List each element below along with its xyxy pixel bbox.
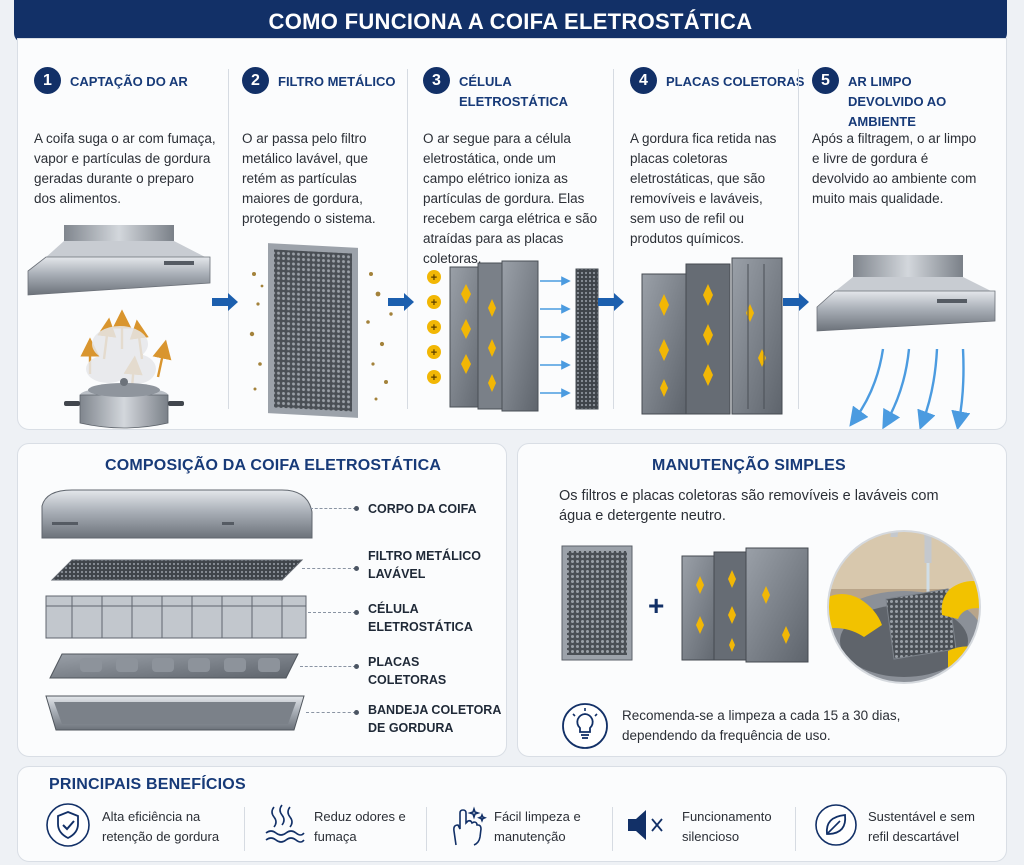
benefit-text: Reduz odores e fumaça (314, 809, 406, 844)
plus-sign: + (648, 590, 665, 621)
hood-capture-illustration (27, 225, 211, 429)
step-1: 1 CAPTAÇÃO DO AR A coifa suga o ar com f… (34, 63, 224, 423)
page-header: COMO FUNCIONA A COIFA ELETROSTÁTICA (14, 0, 1007, 43)
maintenance-panel: MANUTENÇÃO SIMPLES Os filtros e placas c… (517, 443, 1007, 757)
plates-illustration (681, 547, 809, 663)
benefits-panel: PRINCIPAIS BENEFÍCIOS Alta eficiência na… (17, 766, 1007, 862)
benefit-item: Fácil limpeza e manutenção (444, 803, 614, 853)
benefit-item: Reduz odores e fumaça (262, 803, 432, 853)
hood-exploded-view (41, 489, 313, 731)
step-description: A gordura fica retida nas placas coletor… (630, 131, 777, 246)
svg-text:+: + (431, 297, 437, 309)
benefit-text: Sustentável e sem refil descartável (868, 809, 975, 844)
benefit-text: Funcionamento silencioso (682, 809, 772, 844)
steps-panel: 1 CAPTAÇÃO DO AR A coifa suga o ar com f… (17, 38, 1007, 430)
flow-arrow-4 (783, 293, 809, 311)
step-3: 3 CÉLULA ELETROSTÁTICA O ar segue para a… (423, 63, 613, 423)
step-divider (407, 69, 408, 409)
leaf-icon (815, 804, 857, 846)
lightbulb-icon (562, 703, 608, 749)
collector-plates-illustration (641, 257, 783, 415)
metal-filter-illustration (249, 243, 393, 418)
flow-arrow-1 (212, 293, 238, 311)
step-title: CÉLULA ELETROSTÁTICA (459, 74, 569, 109)
leader-line (300, 664, 359, 669)
benefit-text: Fácil limpeza e manutenção (494, 809, 581, 844)
part-label-body: CORPO DA COIFA (368, 502, 477, 516)
leader-line (302, 566, 359, 571)
part-label-filter: FILTRO METÁLICO LAVÁVEL (368, 549, 481, 581)
flow-arrow-3 (598, 293, 624, 311)
page-title: COMO FUNCIONA A COIFA ELETROSTÁTICA (268, 8, 753, 34)
benefit-item: Funcionamento silencioso (624, 803, 794, 853)
clean-air-hood-illustration (816, 255, 996, 429)
benefit-item: Alta eficiência na retenção de gordura (46, 803, 246, 853)
svg-text:+: + (431, 372, 437, 384)
step-number: 3 (423, 67, 450, 94)
speaker-mute-icon (628, 810, 663, 840)
step-title: PLACAS COLETORAS (666, 74, 805, 89)
leader-line (306, 710, 359, 715)
hand-sparkle-icon (453, 806, 487, 846)
svg-text:+: + (431, 322, 437, 334)
step-5: 5 AR LIMPO DEVOLVIDO AO AMBIENTE Após a … (812, 63, 997, 423)
step-description: O ar segue para a célula eletrostática, … (423, 131, 598, 266)
benefit-text: Alta eficiência na retenção de gordura (102, 809, 220, 844)
composition-panel: COMPOSIÇÃO DA COIFA ELETROSTÁTICA (17, 443, 507, 757)
part-label-plates: PLACAS COLETORAS (368, 655, 447, 687)
maintenance-title: MANUTENÇÃO SIMPLES (652, 457, 846, 474)
step-2: 2 FILTRO METÁLICO O ar passa pelo filtro… (242, 63, 407, 423)
leader-line (310, 506, 359, 511)
benefit-divider (795, 807, 796, 851)
part-label-tray: BANDEJA COLETORA DE GORDURA (368, 703, 501, 735)
maintenance-description: Os filtros e placas coletoras são removí… (559, 488, 939, 524)
flow-arrow-2 (388, 293, 414, 311)
step-description: A coifa suga o ar com fumaça, vapor e pa… (34, 131, 216, 206)
electrostatic-cell-illustration: + + + + + (427, 260, 599, 412)
part-label-cell: CÉLULA ELETROSTÁTICA (368, 602, 473, 634)
leader-line (308, 610, 359, 615)
filter-illustration (561, 545, 633, 661)
step-description: O ar passa pelo filtro metálico lavável,… (242, 131, 376, 226)
benefit-divider (244, 807, 245, 851)
step-title: CAPTAÇÃO DO AR (70, 74, 188, 89)
svg-text:+: + (431, 272, 437, 284)
washing-illustration (827, 530, 981, 684)
svg-text:+: + (431, 347, 437, 359)
step-number: 2 (242, 67, 269, 94)
step-number: 1 (34, 67, 61, 94)
step-divider (613, 69, 614, 409)
step-title: FILTRO METÁLICO (278, 74, 396, 89)
odor-waves-icon (265, 804, 305, 843)
step-divider (798, 69, 799, 409)
benefit-divider (612, 807, 613, 851)
shield-check-icon (46, 803, 90, 847)
composition-title: COMPOSIÇÃO DA COIFA ELETROSTÁTICA (105, 457, 442, 474)
step-title: AR LIMPO DEVOLVIDO AO AMBIENTE (848, 74, 947, 129)
benefit-item: Sustentável e sem refil descartável (814, 803, 1004, 853)
step-description: Após a filtragem, o ar limpo e livre de … (812, 131, 977, 206)
maintenance-tip: Recomenda-se a limpeza a cada 15 a 30 di… (622, 708, 901, 743)
step-number: 5 (812, 67, 839, 94)
benefits-title: PRINCIPAIS BENEFÍCIOS (49, 776, 246, 793)
step-divider (228, 69, 229, 409)
step-number: 4 (630, 67, 657, 94)
step-4: 4 PLACAS COLETORAS A gordura fica retida… (630, 63, 804, 423)
benefit-divider (426, 807, 427, 851)
